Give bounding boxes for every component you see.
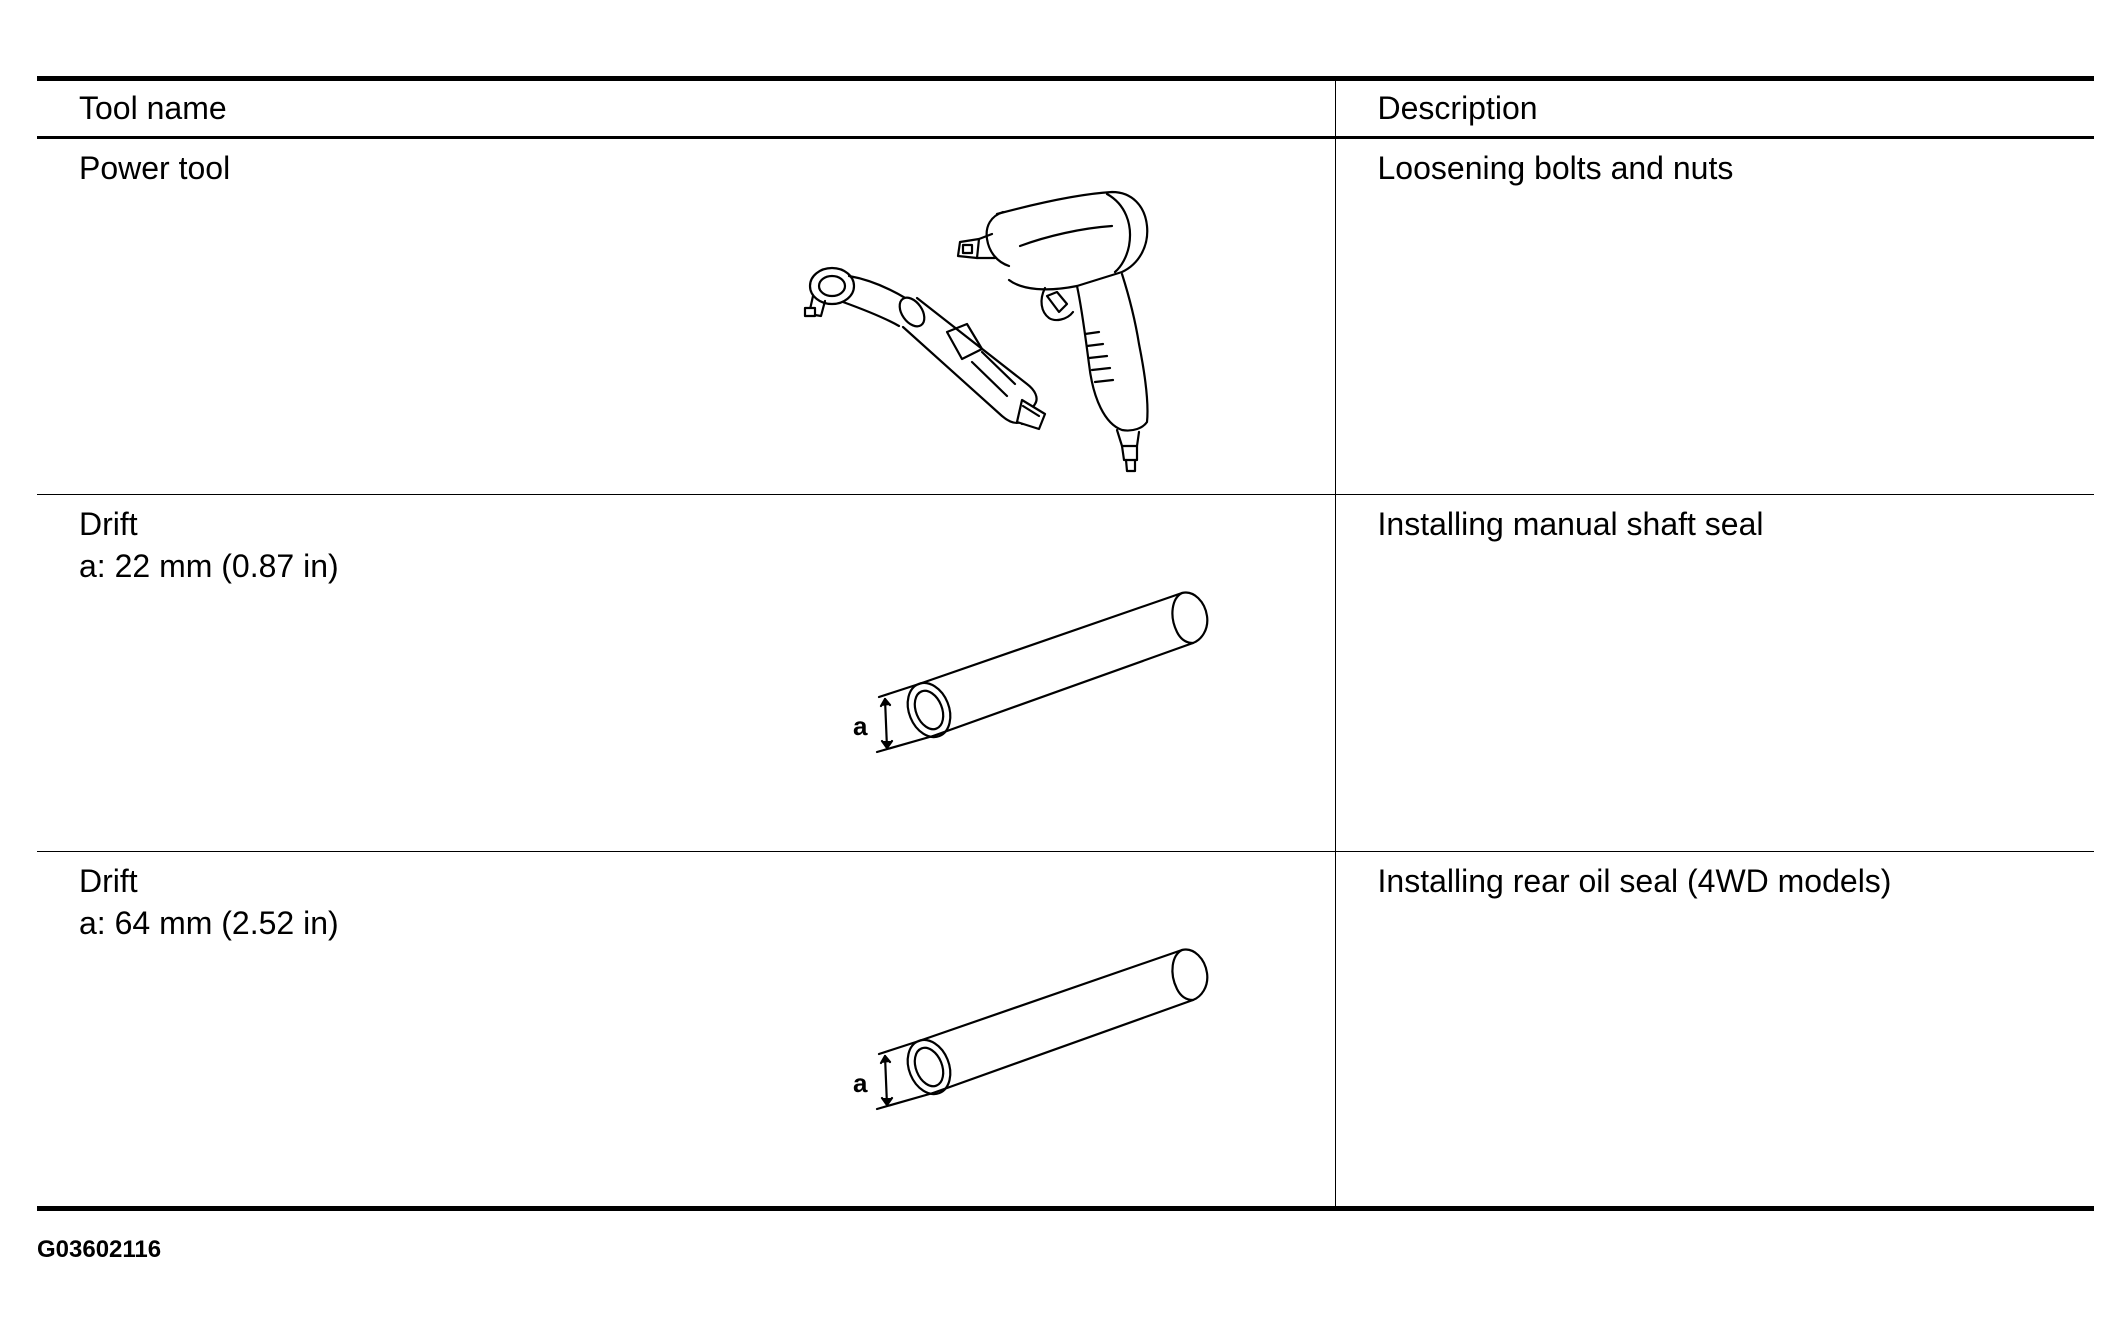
special-tools-table: Tool name Description Power tool bbox=[37, 76, 2094, 1211]
dimension-label: a bbox=[853, 711, 868, 741]
description-cell: Installing manual shaft seal bbox=[1335, 495, 2094, 852]
table-row: Drift a: 22 mm (0.87 in) a bbox=[37, 494, 2094, 852]
table-row: Drift a: 64 mm (2.52 in) a bbox=[37, 851, 2094, 1209]
tool-description: Loosening bolts and nuts bbox=[1377, 150, 1734, 186]
description-cell: Installing rear oil seal (4WD models) bbox=[1335, 852, 2094, 1209]
drift-pipe-icon: a bbox=[817, 947, 1237, 1147]
tool-spec: a: 22 mm (0.87 in) bbox=[79, 548, 339, 584]
tool-name: Drift bbox=[79, 506, 138, 542]
tool-name-cell: Drift a: 64 mm (2.52 in) a bbox=[37, 851, 1336, 1209]
power-tools-icon bbox=[777, 184, 1257, 474]
description-cell: Loosening bolts and nuts bbox=[1335, 138, 2094, 495]
drift-pipe-icon: a bbox=[817, 590, 1237, 790]
tool-spec: a: 64 mm (2.52 in) bbox=[79, 905, 339, 941]
tool-name: Power tool bbox=[79, 150, 231, 186]
dimension-label: a bbox=[853, 1068, 868, 1098]
table-row: Power tool bbox=[37, 137, 2094, 495]
tool-description: Installing rear oil seal (4WD models) bbox=[1377, 863, 1892, 899]
tool-name-cell: Power tool bbox=[37, 137, 1336, 495]
tool-description: Installing manual shaft seal bbox=[1377, 506, 1764, 542]
tool-name: Drift bbox=[79, 863, 138, 899]
tool-name-cell: Drift a: 22 mm (0.87 in) a bbox=[37, 494, 1336, 852]
header-description: Description bbox=[1377, 90, 1538, 126]
figure-code: G03602116 bbox=[37, 1236, 162, 1263]
header-tool-name: Tool name bbox=[37, 78, 1336, 138]
table-header-row: Tool name Description bbox=[37, 78, 2094, 138]
